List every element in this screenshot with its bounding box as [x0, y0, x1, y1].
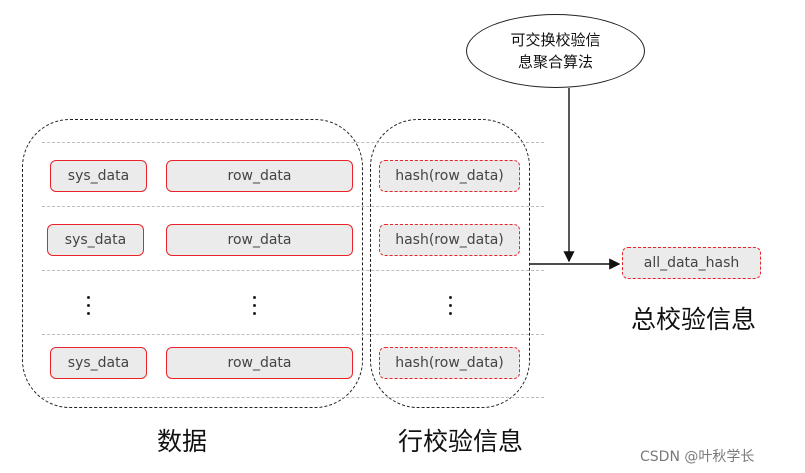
- row-separator: [42, 270, 544, 271]
- watermark: CSDN @叶秋学长: [640, 449, 755, 465]
- row-data-cell: row_data: [166, 160, 353, 192]
- row-data-cell: row_data: [166, 347, 353, 379]
- sys-data-cell: sys_data: [47, 224, 144, 256]
- row-separator: [42, 206, 544, 207]
- vertical-ellipsis: [445, 296, 455, 315]
- all-data-hash-cell: all_data_hash: [622, 247, 761, 279]
- row-data-cell: row_data: [166, 224, 353, 256]
- row-separator: [42, 334, 544, 335]
- hash-cell: hash(row_data): [379, 160, 520, 192]
- sys-data-cell: sys_data: [50, 347, 147, 379]
- row-separator: [42, 142, 544, 143]
- algorithm-label-line1: 可交换校验信: [510, 31, 601, 49]
- algorithm-node: 可交换校验信 息聚合算法: [466, 14, 645, 88]
- row-checksum-group: [370, 119, 530, 408]
- data-group: [22, 119, 363, 408]
- row-separator: [42, 397, 544, 398]
- hash-cell: hash(row_data): [379, 224, 520, 256]
- algorithm-label-line2: 息聚合算法: [517, 53, 593, 71]
- data-label: 数据: [157, 427, 208, 456]
- sys-data-cell: sys_data: [50, 160, 147, 192]
- vertical-ellipsis: [249, 296, 259, 315]
- hash-cell: hash(row_data): [379, 347, 520, 379]
- vertical-ellipsis: [83, 296, 93, 315]
- total-checksum-label: 总校验信息: [631, 305, 757, 334]
- row-checksum-label: 行校验信息: [398, 427, 524, 456]
